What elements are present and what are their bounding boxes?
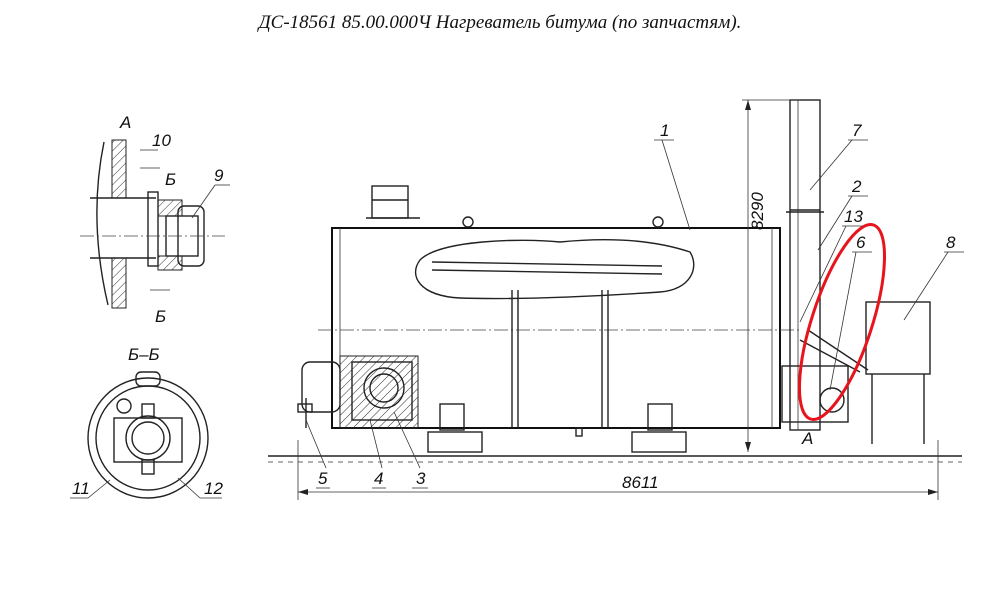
section-mark-top: Б bbox=[165, 170, 176, 189]
drawing-title: ДС-18561 85.00.000Ч Нагреватель битума (… bbox=[258, 12, 742, 33]
callout-2: 2 bbox=[851, 177, 862, 196]
view-a-marker: А bbox=[801, 429, 813, 448]
section-b-b: Б–Б 11 12 bbox=[70, 345, 223, 499]
callout-4: 4 bbox=[374, 469, 383, 488]
highlight-ellipse bbox=[797, 223, 887, 421]
callout-9: 9 bbox=[214, 166, 224, 185]
callout-10: 10 bbox=[152, 131, 171, 150]
chimney bbox=[789, 99, 821, 431]
callout-13: 13 bbox=[844, 207, 863, 226]
dimension-length: 8611 bbox=[622, 473, 659, 492]
callout-11: 11 bbox=[72, 479, 90, 498]
callout-6: 6 bbox=[856, 233, 866, 252]
callout-7: 7 bbox=[852, 121, 862, 140]
callout-12: 12 bbox=[204, 479, 223, 498]
control-cabinet bbox=[865, 301, 931, 375]
callout-8: 8 bbox=[946, 233, 956, 252]
view-a-label: А bbox=[119, 113, 131, 132]
section-mark-bottom: Б bbox=[155, 307, 166, 326]
callout-3: 3 bbox=[416, 469, 426, 488]
detail-view-a: А Б Б 10 9 bbox=[80, 113, 230, 326]
callout-5: 5 bbox=[318, 469, 328, 488]
callout-1: 1 bbox=[660, 121, 669, 140]
section-label: Б–Б bbox=[128, 345, 160, 364]
dimension-height: 8290 bbox=[748, 192, 767, 230]
bitumen-tank bbox=[331, 227, 781, 429]
main-view: 8290 8611 1 2 7 13 6 8 А 5 4 bbox=[268, 99, 964, 500]
